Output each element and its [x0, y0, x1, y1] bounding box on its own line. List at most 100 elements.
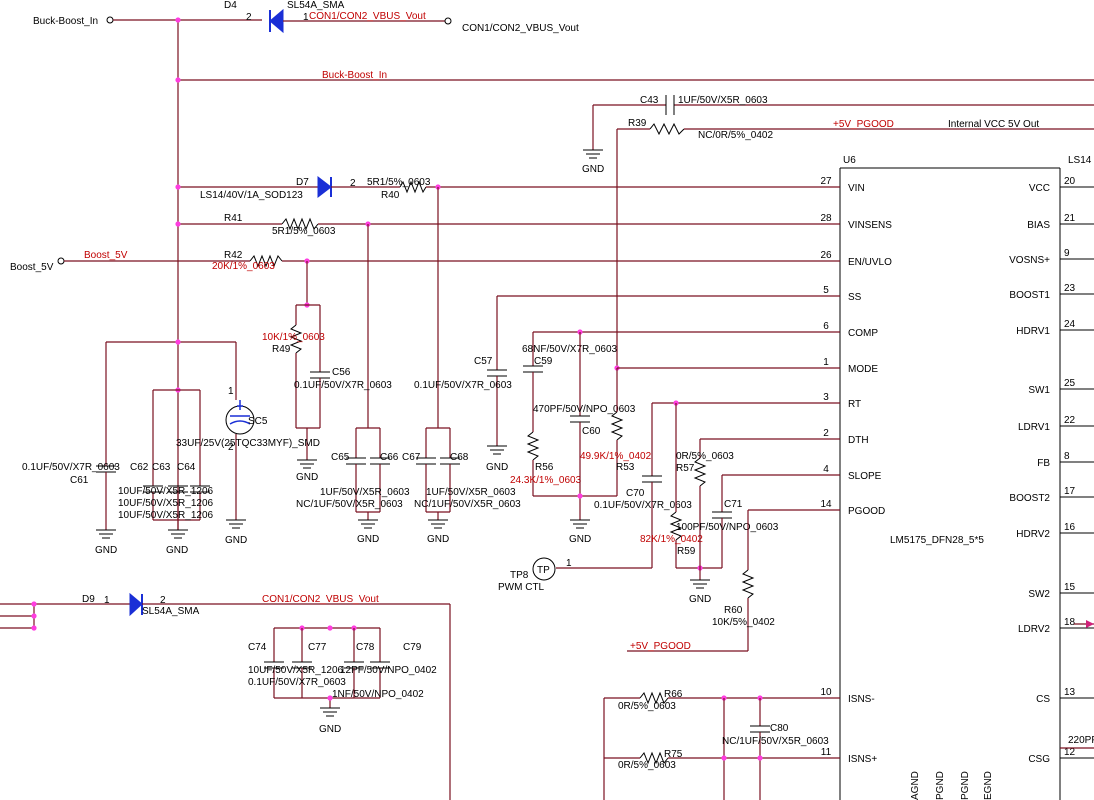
- pin-number-20: 20: [1064, 176, 1076, 187]
- ic-u6: U6 LS14 LM5175_DFN28_5*5 27VIN28VINSENS2…: [790, 155, 1094, 800]
- sc5-pin1: 1: [228, 386, 234, 397]
- d4-ref: D4: [224, 0, 237, 11]
- c59-value: 68NF/50V/X7R_0603: [522, 344, 618, 355]
- pin-name-18: LDRV2: [1018, 624, 1050, 635]
- pin-number-16: 16: [1064, 522, 1076, 533]
- pin-name-14: PGOOD: [848, 506, 885, 517]
- pin-number-18: 18: [1064, 617, 1076, 628]
- sc5-value: 33UF/25V(25TQC33MYF)_SMD: [176, 438, 320, 449]
- d4-net-label: CON1/CON2_VBUS_Vout: [309, 11, 426, 22]
- pin-name-6: COMP: [848, 328, 878, 339]
- net-label-buck-boost-in: Buck-Boost_In: [322, 70, 387, 81]
- ic-ref: U6: [843, 155, 856, 166]
- c60-ref: C60: [582, 426, 601, 437]
- output-caps: C74 C77 C78 C79 10UF/50V/X5R_1206 12PF/5…: [248, 625, 437, 735]
- c70-value: 0.1UF/50V/X7R_0603: [594, 500, 692, 511]
- ic-ref2: LS14: [1068, 155, 1092, 166]
- c70-ref: C70: [626, 488, 645, 499]
- c78-ref: C78: [356, 642, 375, 653]
- c78-value: 1NF/50V/NPO_0402: [332, 689, 424, 700]
- bulk-value-2: 10UF/50V/X5R_1206: [118, 498, 214, 509]
- pin-number-27: 27: [820, 176, 832, 187]
- pin-name-9: VOSNS+: [1009, 255, 1050, 266]
- pin-number-21: 21: [1064, 213, 1076, 224]
- r60-ref: R60: [724, 605, 743, 616]
- c79-value: 12PF/50V/NPO_0402: [340, 665, 437, 676]
- ic-left-pins: 27VIN28VINSENS26EN/UVLO5SS6COMP1MODE3RT2…: [790, 176, 892, 765]
- c60-value: 470PF/50V/NPO_0603: [533, 404, 636, 415]
- pin-name-13: CS: [1036, 694, 1050, 705]
- gnd-label-sc5: GND: [225, 535, 247, 546]
- pin-number-6: 6: [823, 321, 829, 332]
- r59-ref: R59: [677, 546, 696, 557]
- gnd-label-c62: GND: [166, 545, 188, 556]
- pin-number-9: 9: [1064, 248, 1070, 259]
- r49-c56: 10K/1%_0603 R49 C56 0.1UF/50V/X7R_0603 G…: [262, 305, 392, 483]
- pin-name-22: LDRV1: [1018, 422, 1050, 433]
- pin-number-10: 10: [820, 687, 832, 698]
- d9-ref: D9: [82, 594, 95, 605]
- c43-value: 1UF/50V/X5R_0603: [678, 95, 768, 106]
- bulk-value-1: 10UF/50V/X5R_1206: [118, 486, 214, 497]
- r39-value: NC/0R/5%_0402: [698, 130, 773, 141]
- d7-value: LS14/40V/1A_SOD123: [200, 190, 303, 201]
- input-caps: 0.1UF/50V/X7R_0603 C61 GND C62 C63 C64 1…: [22, 386, 320, 556]
- pin-number-28: 28: [820, 213, 832, 224]
- pin-name-5: SS: [848, 292, 862, 303]
- r56-value: 24.3K/1%_0603: [510, 475, 582, 486]
- c64-ref: C64: [177, 462, 196, 473]
- pin-name-27: VIN: [848, 183, 865, 194]
- c67-value: 1UF/50V/X5R_0603: [426, 487, 516, 498]
- r60-value: 10K/5%_0402: [712, 617, 775, 628]
- r49-value: 10K/1%_0603: [262, 332, 325, 343]
- gnd-label-c67: GND: [427, 534, 449, 545]
- c43-ref: C43: [640, 95, 659, 106]
- r49-ref: R49: [272, 344, 291, 355]
- ic-right-pins: 20VCC21BIAS9VOSNS+23BOOST124HDRV125SW122…: [1009, 176, 1094, 765]
- pin-number-2: 2: [823, 428, 829, 439]
- ic-bottom-pins: AGND PGND PGND EGND: [910, 771, 994, 800]
- d4-value: SL54A_SMA: [287, 0, 345, 11]
- c43-cap: C43 1UF/50V/X5R_0603 GND: [582, 95, 1094, 175]
- pgood-network: R60 10K/5%_0402 +5V_PGOOD: [627, 509, 840, 652]
- pin-name-16: HDRV2: [1016, 529, 1050, 540]
- pin-number-26: 26: [820, 250, 832, 261]
- pin-name-8: FB: [1037, 458, 1050, 469]
- r42-ref: R42: [224, 250, 243, 261]
- pin-number-24: 24: [1064, 319, 1076, 330]
- c66-extra-value: 0.1UF/50V/X7R_0603: [414, 380, 512, 391]
- pin-number-5: 5: [823, 285, 829, 296]
- internal-vcc-label: Internal VCC 5V Out: [948, 119, 1039, 130]
- r57-ref: R57: [676, 463, 695, 474]
- r57-value: 0R/5%_0603: [676, 451, 734, 462]
- pin-number-17: 17: [1064, 486, 1076, 497]
- gnd-label-comp: GND: [569, 534, 591, 545]
- net-label-boost-5v: Boost_5V: [84, 250, 128, 261]
- c68-ref: C68: [450, 452, 469, 463]
- port-con-vbus: CON1/CON2_VBUS_Vout: [462, 23, 579, 34]
- tp8-label: TP: [537, 565, 550, 576]
- c61-ref: C61: [70, 475, 89, 486]
- d9-value: SL54A_SMA: [142, 606, 200, 617]
- bulk-value-3: 10UF/50V/X5R_1206: [118, 510, 214, 521]
- tp8-desc: PWM CTL: [498, 582, 545, 593]
- current-sense: R66 0R/5%_0603 C80 NC/1UF/50V/X5R_0603 R…: [603, 689, 840, 800]
- c79-ref: C79: [403, 642, 422, 653]
- c65-value: 1UF/50V/X5R_0603: [320, 487, 410, 498]
- pin-name-12: CSG: [1028, 754, 1050, 765]
- r66-ref: R66: [664, 689, 683, 700]
- c67-ref: C67: [402, 452, 421, 463]
- diode-d4: D4 SL54A_SMA 2 1 CON1/CON2_VBUS_Vout CON…: [224, 0, 579, 34]
- r66-value: 0R/5%_0603: [618, 701, 676, 712]
- pin-name-15: SW2: [1028, 589, 1050, 600]
- d9-net-label: CON1/CON2_VBUS_Vout: [262, 594, 379, 605]
- r59-value: 82K/1%_0402: [640, 534, 703, 545]
- pin-name-11: ISNS+: [848, 754, 877, 765]
- gnd-label-c57: GND: [486, 462, 508, 473]
- pin-name-24: HDRV1: [1016, 326, 1050, 337]
- gnd-label-c43: GND: [582, 164, 604, 175]
- gnd-label-r49: GND: [296, 472, 318, 483]
- diode-d7: D7 LS14/40V/1A_SOD123 2 5R1/5%_0603 R40: [200, 175, 840, 428]
- r75-ref: R75: [664, 749, 683, 760]
